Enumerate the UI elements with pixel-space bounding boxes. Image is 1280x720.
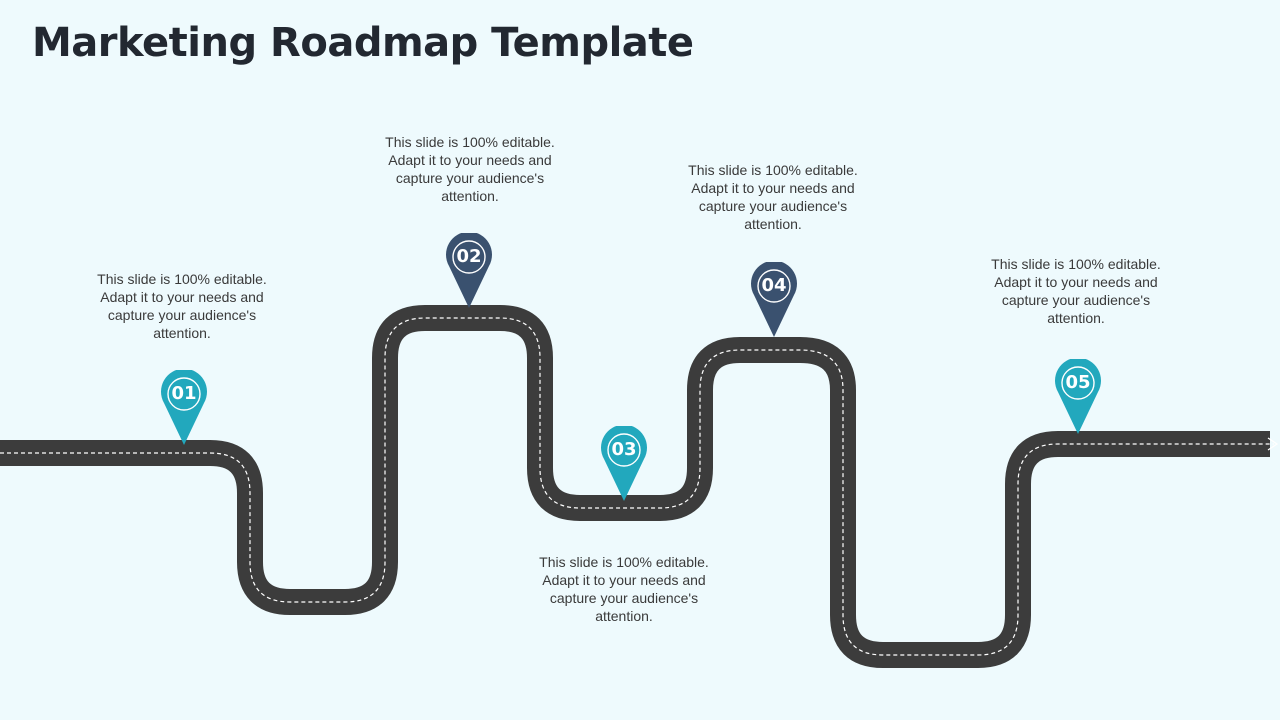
milestone-description-3: This slide is 100% editable. Adapt it to… <box>539 554 709 624</box>
map-pin-icon <box>751 262 797 337</box>
map-pin-icon <box>1055 359 1101 434</box>
map-pin-icon <box>601 426 647 501</box>
map-pin-icon <box>161 370 207 445</box>
milestone-pin-4: 04 <box>749 262 799 338</box>
milestone-number: 03 <box>611 439 637 460</box>
milestone-description-2: This slide is 100% editable. Adapt it to… <box>385 134 555 204</box>
road-center-line <box>0 317 1274 656</box>
map-pin-icon <box>446 233 492 308</box>
milestone-description-5: This slide is 100% editable. Adapt it to… <box>991 256 1161 326</box>
milestone-pin-3: 03 <box>599 426 649 502</box>
milestone-description-4: This slide is 100% editable. Adapt it to… <box>688 162 858 232</box>
milestone-number: 01 <box>171 383 197 404</box>
milestone-pin-2: 02 <box>444 233 494 309</box>
milestone-pin-5: 05 <box>1053 359 1103 435</box>
page-title: Marketing Roadmap Template <box>32 20 694 66</box>
milestone-description-1: This slide is 100% editable. Adapt it to… <box>97 271 267 341</box>
milestone-number: 02 <box>456 246 482 267</box>
milestone-number: 05 <box>1065 372 1091 393</box>
road-end-arrow-icon <box>1267 437 1279 451</box>
milestone-pin-1: 01 <box>159 370 209 446</box>
milestone-number: 04 <box>761 275 787 296</box>
